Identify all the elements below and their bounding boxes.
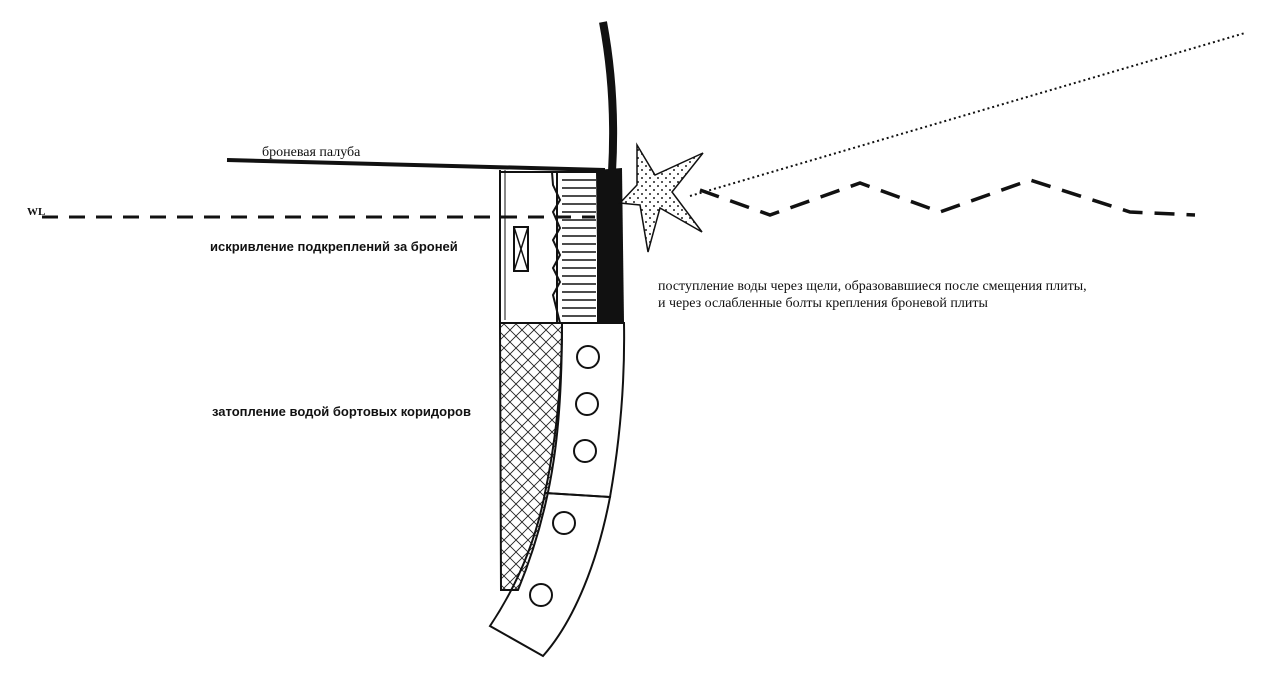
label-frame-deformation: искривление подкреплений за броней <box>210 239 458 254</box>
armor-deck-line <box>226 158 606 172</box>
flooded-side-corridor <box>498 322 564 591</box>
label-water-inflow-2: и через ослабленные болты крепления брон… <box>658 296 988 311</box>
deformed-frame-cross <box>513 226 529 272</box>
wave-line <box>699 178 1196 217</box>
upper-hull <box>599 21 618 173</box>
porthole <box>573 439 597 463</box>
shell-trajectory <box>689 32 1246 197</box>
label-water-inflow-1: поступление воды через щели, образовавши… <box>658 279 1087 294</box>
label-armor-deck: броневая палуба <box>262 145 361 160</box>
label-corridor-flooding: затопление водой бортовых коридоров <box>212 404 471 419</box>
impact-star <box>618 142 704 253</box>
porthole <box>529 583 553 607</box>
lower-hull-segment-2 <box>488 491 612 658</box>
porthole <box>552 511 576 535</box>
porthole <box>575 392 599 416</box>
armor-plate <box>596 168 624 323</box>
deformed-frame-box <box>513 226 529 272</box>
armor-backing-ribs <box>550 171 599 324</box>
label-waterline: WL <box>27 206 46 218</box>
porthole <box>576 345 600 369</box>
